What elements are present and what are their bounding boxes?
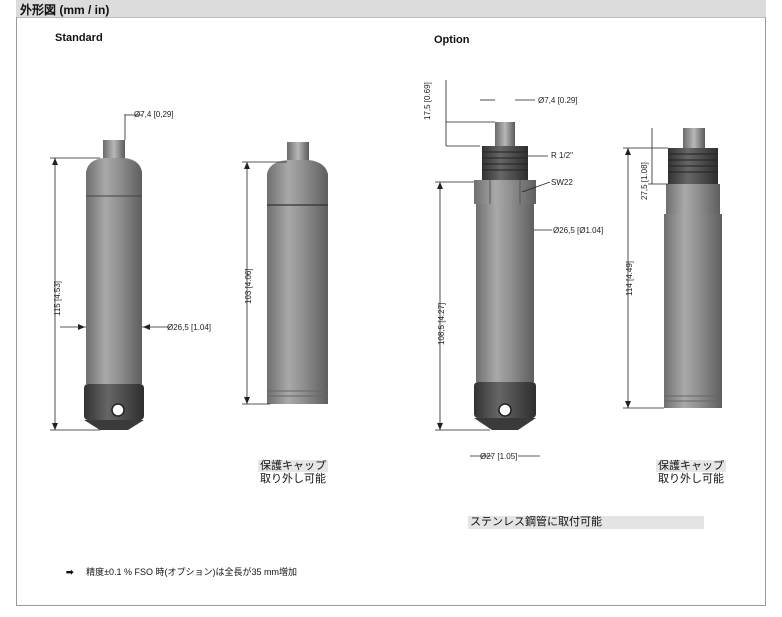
std-cap-line2: 取り外し可能 xyxy=(260,473,326,485)
standard-label: Standard xyxy=(55,32,103,44)
opt-sw: SW22 xyxy=(551,178,573,187)
opt-thread: R 1/2" xyxy=(551,151,573,160)
opt-cap-caption: 保護キャップ 取り外し可能 xyxy=(656,460,726,486)
std-length: 115 [4.53] xyxy=(53,281,62,316)
opt-thread-len: 27,5 [1.08] xyxy=(640,162,649,200)
std-cap-caption: 保護キャップ 取り外し可能 xyxy=(258,460,328,486)
mount-caption: ステンレス鋼管に取付可能 xyxy=(468,516,704,529)
arrow-right-icon: ➡ xyxy=(66,567,74,577)
std-cap-line1: 保護キャップ xyxy=(258,460,328,472)
option-label: Option xyxy=(434,34,470,46)
std-cap-length: 103 [4.06] xyxy=(244,268,253,304)
header-title: 外形図 (mm / in) xyxy=(20,3,110,17)
standard-sensor-cap xyxy=(267,142,328,404)
opt-cable-dia: Ø7,4 [0.29] xyxy=(538,96,578,105)
opt-top: 17,5 [0.69] xyxy=(423,82,432,120)
std-cable-dia: Ø7,4 [0,29] xyxy=(134,110,174,119)
option-sensor-cap xyxy=(664,128,722,408)
opt-cap-length: 114 [4.49] xyxy=(625,261,634,296)
note-text: 精度±0.1 % FSO 時(オプション)は全長が35 mm増加 xyxy=(86,567,298,577)
opt-cap-line2: 取り外し可能 xyxy=(658,473,724,485)
option-sensor-front xyxy=(474,122,536,430)
content-frame xyxy=(16,17,766,606)
standard-sensor-front xyxy=(84,140,144,430)
section-header: 外形図 (mm / in) xyxy=(16,0,766,18)
opt-length: 108,5 [4.27] xyxy=(437,302,446,345)
opt-nose-dia: Ø27 [1.05] xyxy=(480,452,518,461)
accuracy-note: ➡ 精度±0.1 % FSO 時(オプション)は全長が35 mm増加 xyxy=(66,565,297,578)
std-body-dia: Ø26,5 [1.04] xyxy=(167,323,212,332)
opt-body-dia: Ø26,5 [Ø1.04] xyxy=(553,226,604,235)
opt-cap-line1: 保護キャップ xyxy=(656,460,726,472)
